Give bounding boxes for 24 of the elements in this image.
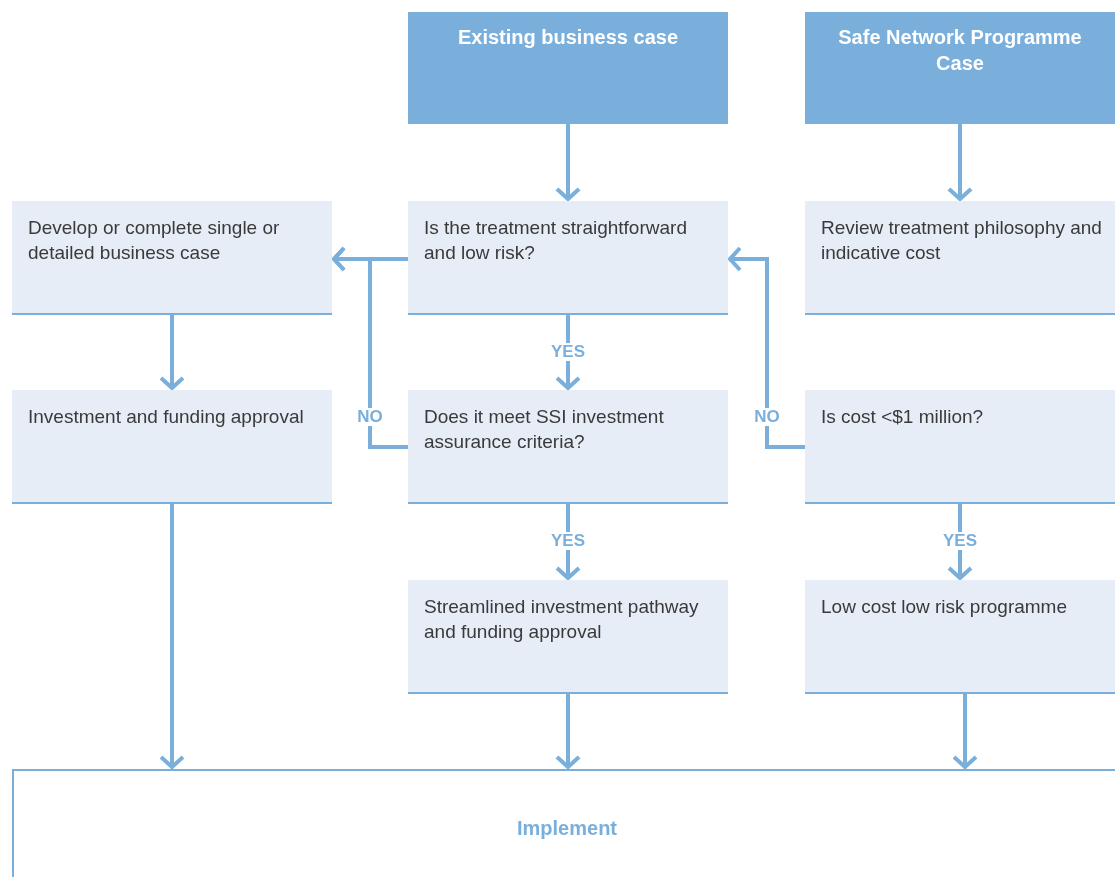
process-box: Is the treatment straightforward and low risk?: [408, 201, 728, 315]
edge-label: NO: [355, 408, 385, 426]
edge-label: YES: [941, 532, 979, 550]
arrow: [947, 124, 973, 201]
implement-box: Implement: [12, 769, 1115, 877]
process-box: Review treatment philosophy and indicative cost: [805, 201, 1115, 315]
edge-label: YES: [549, 342, 587, 361]
edge-label: NO: [752, 408, 782, 426]
arrow: [332, 246, 408, 449]
edge-label: YES: [549, 532, 587, 550]
arrow: [159, 504, 185, 769]
process-box: Develop or complete single or detailed business case: [12, 201, 332, 315]
process-box: Low cost low risk programme: [805, 580, 1115, 694]
process-box: Is cost <$1 million?: [805, 390, 1115, 504]
heading-box: Safe Network Programme Case: [805, 12, 1115, 124]
arrow: [159, 315, 185, 390]
process-box: Streamlined investment pathway and funding approval: [408, 580, 728, 694]
arrow: [728, 246, 805, 449]
process-box: Investment and funding approval: [12, 390, 332, 504]
arrow: [555, 124, 581, 201]
heading-box: Existing business case: [408, 12, 728, 124]
process-box: Does it meet SSI investment assurance criteria?: [408, 390, 728, 504]
arrow: [555, 694, 581, 769]
arrow: [952, 694, 978, 769]
